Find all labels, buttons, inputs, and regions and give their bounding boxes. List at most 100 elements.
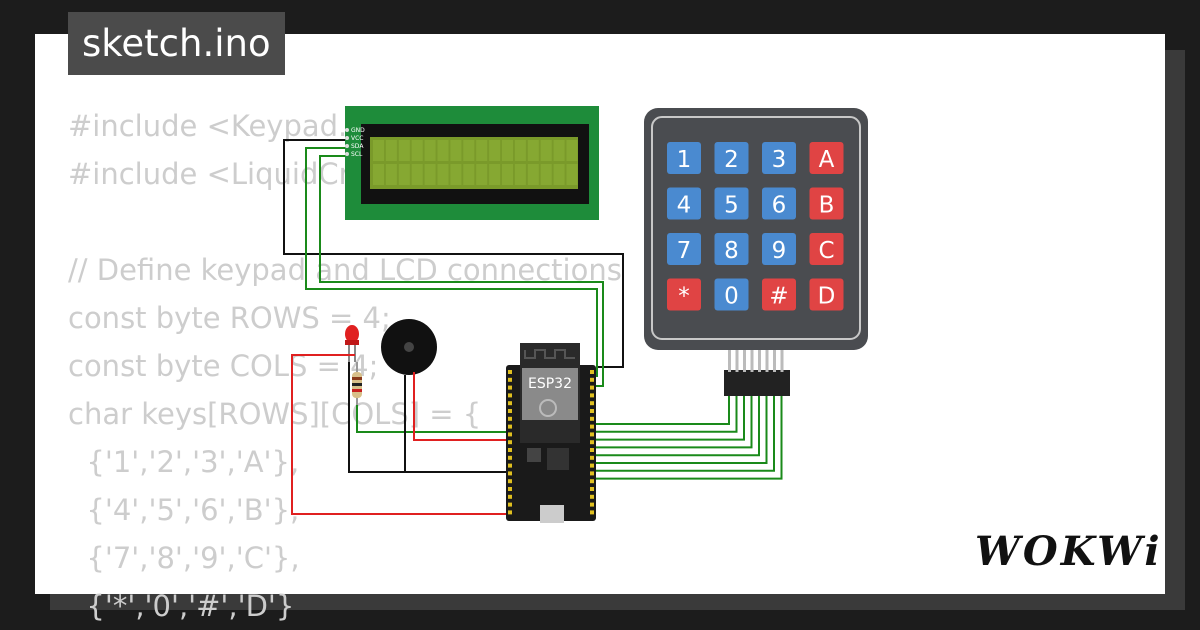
esp-pin — [508, 393, 512, 398]
keypad-key-label: 0 — [724, 284, 739, 310]
keypad-wire — [596, 396, 783, 480]
connector-pin — [758, 350, 761, 372]
esp-pin — [508, 463, 512, 468]
keypad-key-label: D — [818, 284, 836, 310]
esp-pin — [508, 471, 512, 476]
lcd-cell — [540, 140, 552, 161]
lcd-cell — [437, 140, 449, 161]
esp-pin — [590, 385, 594, 390]
lcd-cell — [553, 140, 565, 161]
keypad-key-label: 7 — [677, 238, 692, 264]
resistor[interactable] — [352, 362, 362, 405]
lcd-cell — [476, 140, 488, 161]
lcd-cell — [398, 164, 410, 185]
connector-pin — [735, 350, 739, 372]
keypad-key-label: 9 — [772, 238, 787, 264]
esp32-board[interactable]: ESP32 — [506, 343, 596, 523]
keypad-key[interactable] — [762, 142, 796, 174]
lcd-cell — [514, 140, 526, 161]
lcd-cell — [489, 140, 501, 161]
keypad-key-label: 6 — [772, 193, 787, 219]
lcd-cell — [463, 164, 475, 185]
keypad-key[interactable] — [667, 187, 701, 220]
board-label: ESP32 — [528, 376, 572, 392]
esp-pin — [590, 487, 594, 491]
keypad-key[interactable] — [762, 187, 796, 220]
keypad-key[interactable] — [762, 278, 796, 311]
code-line: char keys[ROWS][COLS] = { — [68, 397, 482, 431]
keypad-key-label: C — [818, 238, 834, 264]
keypad-key[interactable] — [667, 233, 701, 265]
keypad-wire — [596, 396, 745, 441]
keypad-key-label: # — [769, 284, 788, 310]
esp-pin — [590, 494, 594, 499]
keypad-wire — [596, 396, 738, 433]
esp-pin — [590, 416, 594, 421]
lcd-cell — [502, 140, 513, 161]
lcd-display[interactable] — [345, 106, 599, 220]
lcd-cell — [566, 140, 578, 161]
lcd-cell — [450, 164, 462, 185]
lcd-cell — [411, 140, 423, 161]
esp-pin — [508, 401, 512, 406]
lcd-cell — [437, 164, 449, 185]
keypad-key-label: 2 — [724, 147, 739, 173]
card-shadow-right — [1165, 50, 1185, 610]
card-shadow-bottom — [50, 594, 1185, 610]
lcd-pin-label: SCL — [351, 151, 363, 158]
code-line: {'1','2','3','A'}, — [68, 445, 300, 479]
lcd-pin — [345, 152, 349, 156]
led[interactable] — [345, 325, 359, 362]
esp-pin — [590, 393, 594, 398]
esp-pin — [508, 494, 512, 499]
keypad-wire — [596, 396, 760, 457]
usb-port[interactable] — [540, 505, 564, 523]
keypad-key[interactable] — [714, 142, 749, 174]
keypad-key[interactable] — [762, 233, 796, 265]
keypad-key[interactable] — [667, 278, 701, 311]
esp-pin — [508, 502, 512, 507]
sketch-title: sketch.ino — [68, 12, 285, 75]
esp-pin — [590, 432, 594, 437]
esp-pin — [508, 385, 512, 390]
keypad-key[interactable] — [714, 187, 749, 220]
keypad-key[interactable] — [809, 278, 844, 311]
esp-pin — [590, 455, 594, 460]
esp-pin — [508, 440, 512, 445]
esp-pin — [508, 409, 512, 413]
lcd-pin — [345, 144, 349, 148]
esp-pin — [508, 510, 512, 515]
keypad-wire — [596, 396, 753, 449]
keypad-key-label: 1 — [677, 147, 692, 173]
lcd-cell — [540, 164, 552, 185]
lcd-pin-label: GND — [351, 127, 365, 134]
connector-pin — [780, 350, 784, 372]
keypad-key[interactable] — [809, 142, 844, 174]
lcd-cell — [385, 140, 397, 161]
code-line: {'*','0','#','D'} — [68, 589, 295, 623]
keypad-key[interactable] — [809, 233, 844, 265]
lcd-cell — [566, 164, 578, 185]
keypad-key[interactable] — [809, 187, 844, 220]
keypad-key-label: A — [819, 147, 835, 173]
esp-pin — [590, 370, 594, 374]
esp-pin — [508, 370, 512, 374]
esp-pin — [508, 487, 512, 491]
esp-pin — [590, 448, 594, 452]
code-line: {'7','8','9','C'}, — [68, 541, 300, 575]
keypad-key-label: 4 — [677, 193, 692, 219]
lcd-cell — [373, 140, 384, 161]
keypad-wire — [596, 396, 775, 472]
lcd-cell — [385, 164, 397, 185]
keypad-key[interactable] — [714, 233, 749, 265]
lcd-cell — [489, 164, 501, 185]
keypad-key[interactable] — [714, 278, 749, 311]
connector-pin — [765, 350, 769, 372]
lcd-pin-label: VCC — [351, 135, 363, 142]
lcd-cell — [398, 140, 410, 161]
keypad-key[interactable] — [667, 142, 701, 174]
connector-pin — [750, 350, 754, 372]
piezo-buzzer[interactable] — [381, 319, 437, 375]
esp-pin — [508, 424, 512, 429]
